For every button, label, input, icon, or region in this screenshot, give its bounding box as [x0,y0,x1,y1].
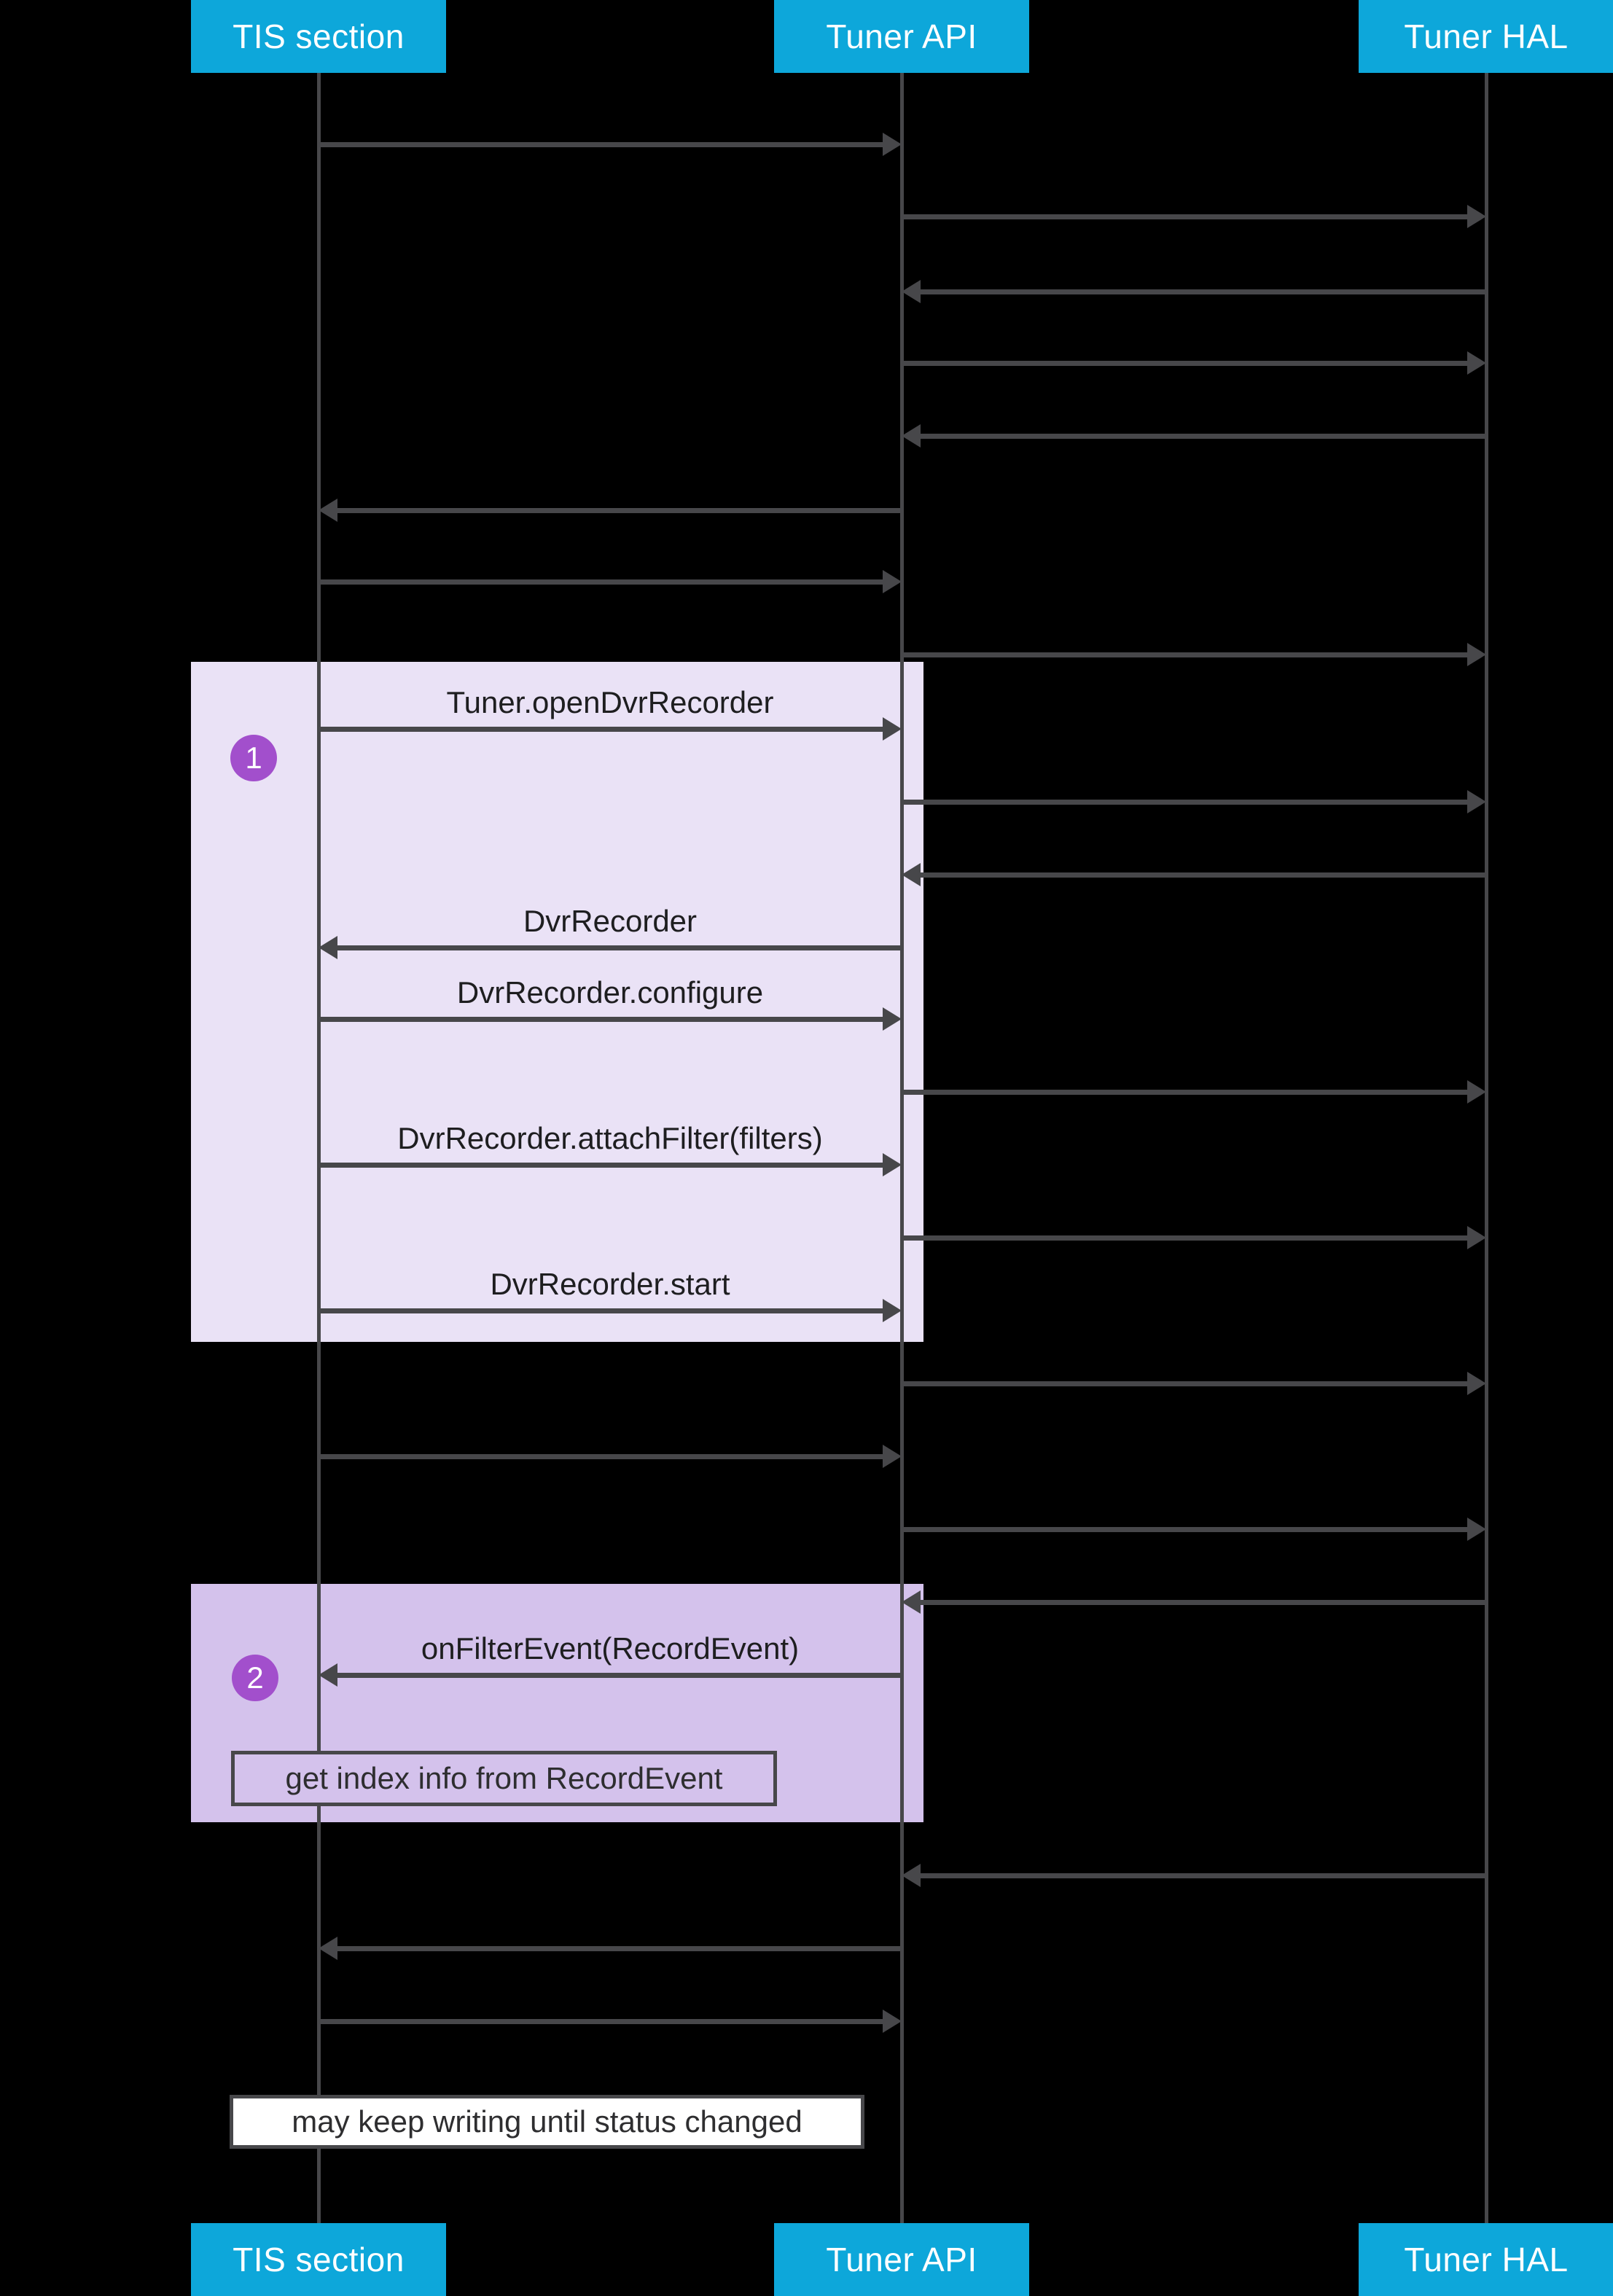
message-arrowhead [883,570,902,593]
message-arrow-line [319,2019,884,2024]
message-arrowhead [1467,1518,1486,1541]
message-label: DvrRecorder [523,904,698,938]
participant-bottom-tis-section: TIS section [191,2223,446,2296]
message-arrowhead [902,424,921,448]
note-box: may keep writing until status changed [230,2095,864,2149]
message-arrow-line [919,1873,1486,1878]
message-arrow-line [319,142,884,147]
lifeline-tuner-api [900,73,904,2223]
participant-label: Tuner API [826,2241,977,2279]
message-arrow-line [902,1090,1469,1095]
message-arrow-line [319,1308,884,1313]
message-arrow-line [919,872,1486,878]
participant-bottom-tuner-hal: Tuner HAL [1359,2223,1613,2296]
message-arrowhead [1467,1080,1486,1104]
message-label: onFilterEvent(RecordEvent) [421,1631,800,1666]
lifeline-tis-section [317,73,321,2223]
message-arrow-line [336,945,902,950]
message-label: Tuner.openDvrRecorder [446,685,774,719]
message-arrowhead [883,1007,902,1031]
message-arrowhead [1467,1372,1486,1395]
participant-label: TIS section [233,17,405,55]
message-arrow-line [902,361,1469,366]
message-arrow-line [902,1527,1469,1532]
message-arrowhead [902,1864,921,1887]
message-label: DvrRecorder.configure [456,975,764,1010]
note-box: get index info from RecordEvent [231,1751,777,1806]
message-arrowhead [902,863,921,886]
participant-top-tis-section: TIS section [191,0,446,73]
message-arrowhead [883,2010,902,2033]
message-arrow-line [902,1235,1469,1241]
message-arrowhead [319,936,337,959]
participant-top-tuner-api: Tuner API [774,0,1029,73]
message-label: DvrRecorder.start [490,1267,730,1301]
message-arrowhead [902,280,921,303]
message-arrow-line [319,1017,884,1022]
message-arrowhead [883,1153,902,1176]
participant-top-tuner-hal: Tuner HAL [1359,0,1613,73]
message-arrowhead [883,717,902,741]
participant-label: Tuner HAL [1404,2241,1569,2279]
message-arrow-line [336,1673,902,1678]
highlight-region-1 [191,662,923,1342]
message-arrow-line [319,1454,884,1459]
message-arrow-line [919,434,1486,439]
message-arrow-line [902,1381,1469,1386]
participant-label: Tuner HAL [1404,17,1569,55]
message-arrowhead [883,1299,902,1322]
message-arrowhead [319,1663,337,1687]
message-arrow-line [919,289,1486,294]
message-arrow-line [902,214,1469,219]
message-arrowhead [1467,205,1486,228]
message-arrow-line [319,1163,884,1168]
message-arrowhead [319,499,337,522]
message-arrow-line [902,800,1469,805]
message-arrowhead [1467,643,1486,666]
message-arrowhead [883,133,902,156]
message-arrow-line [336,1946,902,1951]
message-arrow-line [919,1600,1486,1605]
message-arrowhead [1467,1226,1486,1249]
message-arrow-line [319,727,884,732]
participant-label: Tuner API [826,17,977,55]
participant-label: TIS section [233,2241,405,2279]
step-badge-2: 2 [232,1655,278,1701]
message-arrowhead [1467,351,1486,375]
message-arrow-line [319,579,884,585]
step-badge-1: 1 [230,735,277,781]
message-arrowhead [1467,790,1486,813]
message-arrowhead [883,1445,902,1468]
message-arrow-line [336,508,902,513]
lifeline-tuner-hal [1485,73,1488,2223]
participant-bottom-tuner-api: Tuner API [774,2223,1029,2296]
message-arrow-line [902,652,1469,657]
message-arrowhead [319,1937,337,1960]
message-label: DvrRecorder.attachFilter(filters) [397,1121,823,1155]
message-arrowhead [902,1590,921,1614]
